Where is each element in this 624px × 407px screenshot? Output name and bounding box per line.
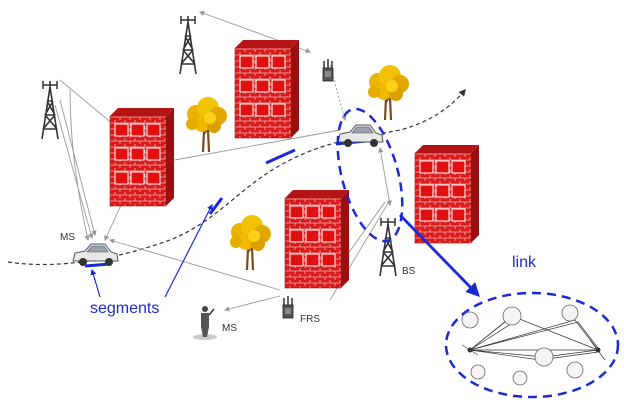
tree-icon [184, 95, 229, 154]
building-icon [414, 144, 480, 244]
person-icon [193, 306, 217, 340]
ms-car-label: MS [60, 232, 75, 243]
bs-label: BS [402, 266, 416, 277]
antenna-tower-icon [41, 80, 59, 140]
frs-label: FRS [300, 314, 320, 325]
antenna-tower-icon [179, 15, 197, 75]
relay-station-icon [322, 58, 334, 82]
tree-icon [366, 63, 411, 122]
car-icon [72, 243, 119, 267]
car-icon [337, 124, 384, 148]
base-station-icon [379, 217, 397, 277]
link-detail [444, 291, 620, 399]
building-icon [284, 189, 350, 289]
segments-label: segments [90, 300, 159, 317]
link-label: link [512, 254, 537, 271]
relay-station-icon [282, 295, 294, 319]
building-icon [234, 39, 300, 139]
segments-pointers [90, 203, 213, 298]
ms-person-label: MS [222, 323, 237, 334]
car-zoom-ellipse [336, 107, 404, 243]
tree-icon [228, 213, 273, 272]
link-pointer-arrow [398, 214, 480, 298]
building-icon [109, 107, 175, 207]
